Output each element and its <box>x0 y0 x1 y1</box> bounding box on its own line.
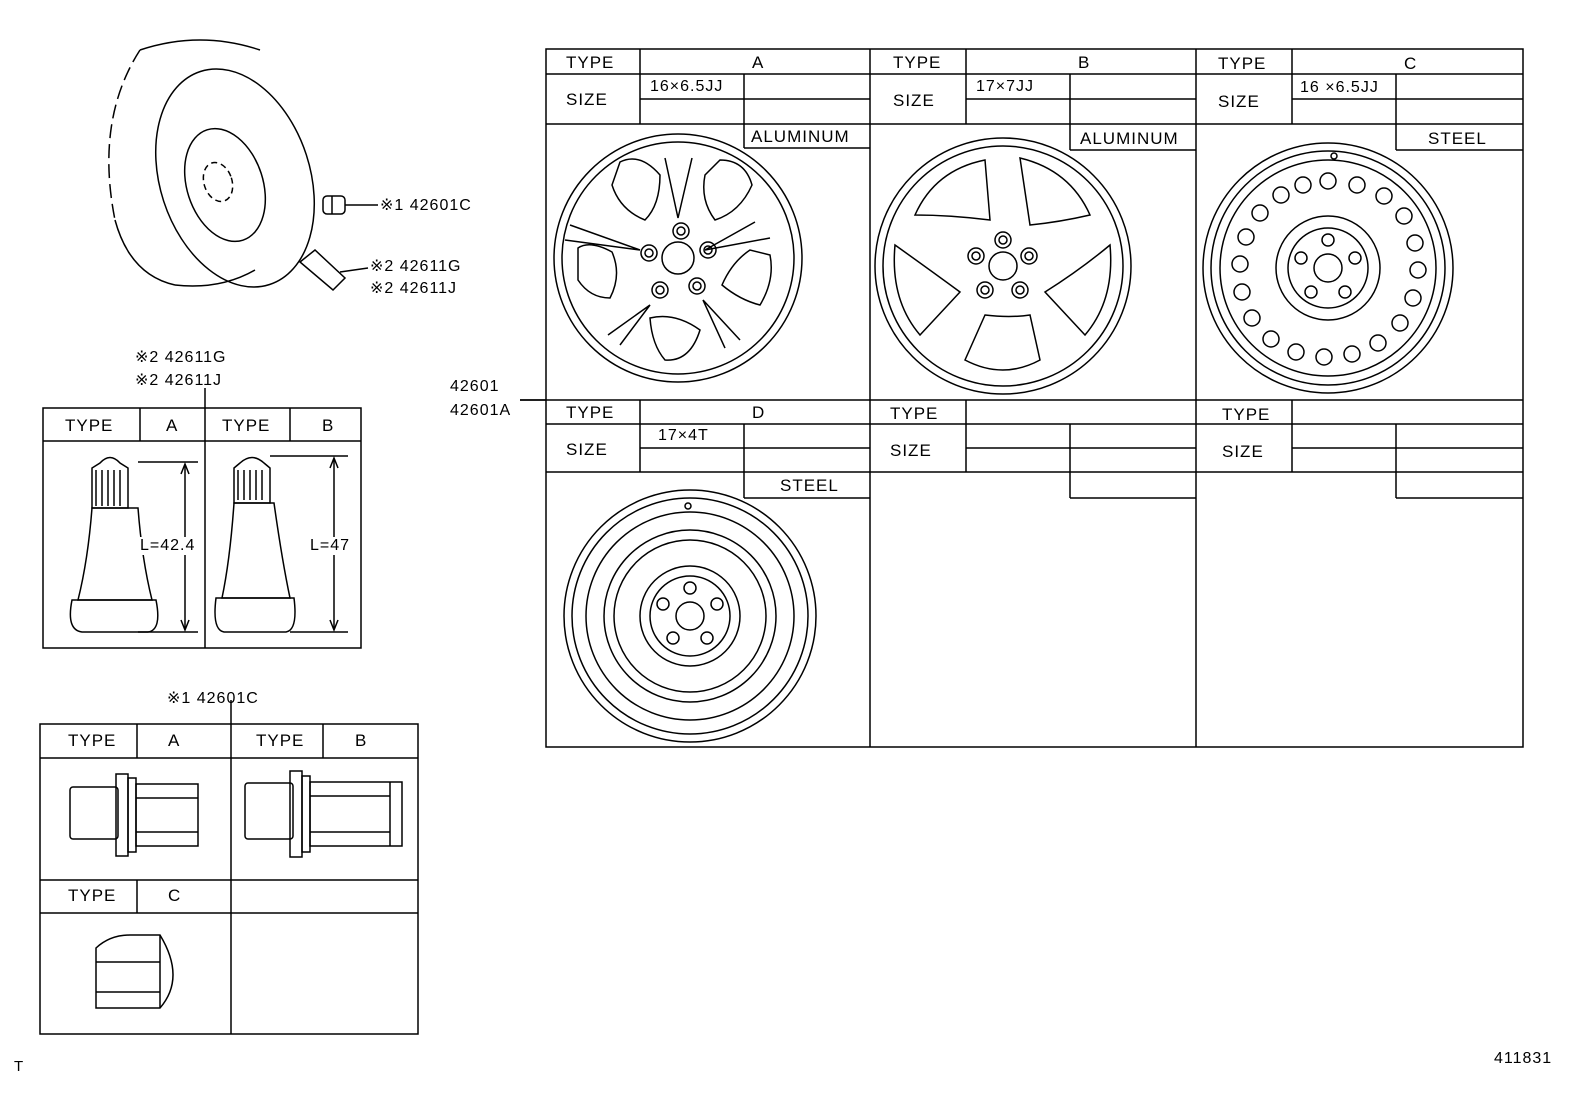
wheel-callout-a: 42601A <box>450 402 512 419</box>
valve-small-icon <box>298 249 369 292</box>
wheel-b-material: ALUMINUM <box>1080 129 1179 148</box>
valve-callout-g: ※2 42611G <box>370 258 462 275</box>
valve-table-title-g: ※2 42611G <box>135 349 227 366</box>
wheel-a-size: 16×6.5JJ <box>650 78 724 95</box>
wheel-c-holes <box>1231 172 1427 366</box>
nut-small-icon <box>322 195 378 215</box>
wheel-f-size-label: SIZE <box>1222 442 1264 461</box>
nut-table-frame <box>39 700 419 1035</box>
wheel-d-type-label: TYPE <box>566 403 615 422</box>
valve-table-frame <box>42 388 362 649</box>
valve-type-b: B <box>322 416 335 435</box>
nut-type-label-a: TYPE <box>68 731 117 750</box>
wheel-c-material: STEEL <box>1428 129 1487 148</box>
wheel-c-drawing <box>1202 142 1454 394</box>
valve-type-label-a: TYPE <box>65 416 114 435</box>
nut-c-drawing <box>95 934 174 1009</box>
wheel-d-drawing <box>563 489 817 743</box>
wheel-a-type: A <box>752 53 765 72</box>
nut-a-drawing <box>69 773 199 857</box>
wheel-d-size: 17×4T <box>658 427 709 444</box>
wheel-a-type-label: TYPE <box>566 53 615 72</box>
drawing-number: 411831 <box>1494 1050 1553 1067</box>
nut-callout: ※1 42601C <box>380 197 472 214</box>
nut-type-label-b: TYPE <box>256 731 305 750</box>
wheel-c-type: C <box>1404 54 1418 73</box>
wheel-d-material: STEEL <box>780 476 839 495</box>
valve-length-b: L=47 <box>310 537 351 555</box>
wheel-c-type-label: TYPE <box>1218 54 1267 73</box>
wheel-b-drawing <box>874 137 1132 395</box>
wheel-b-type: B <box>1078 53 1091 72</box>
nut-b-drawing <box>244 770 403 858</box>
wheel-table-frame <box>520 48 1524 748</box>
wheel-a-material: ALUMINUM <box>751 127 850 146</box>
nut-type-b: B <box>355 731 368 750</box>
wheel-b-size: 17×7JJ <box>976 78 1035 95</box>
valve-length-a: L=42.4 <box>140 537 196 555</box>
wheel-c-size: 16 ×6.5JJ <box>1300 79 1379 96</box>
wheel-a-size-label: SIZE <box>566 90 608 109</box>
nut-type-c: C <box>168 886 182 905</box>
tire-illustration <box>108 39 316 288</box>
wheel-e-type-label: TYPE <box>890 404 939 423</box>
wheel-c-size-label: SIZE <box>1218 92 1260 111</box>
nut-table-title: ※1 42601C <box>167 690 259 707</box>
wheel-f-type-label: TYPE <box>1222 405 1271 424</box>
wheel-d-type: D <box>752 403 766 422</box>
valve-table-title-j: ※2 42611J <box>135 372 223 389</box>
wheel-callout: 42601 <box>450 378 500 395</box>
nut-type-a: A <box>168 731 181 750</box>
valve-callout-j: ※2 42611J <box>370 280 458 297</box>
wheel-b-type-label: TYPE <box>893 53 942 72</box>
wheel-b-size-label: SIZE <box>893 91 935 110</box>
wheel-e-size-label: SIZE <box>890 441 932 460</box>
valve-type-label-b: TYPE <box>222 416 271 435</box>
wheel-a-drawing <box>553 133 803 383</box>
wheel-d-size-label: SIZE <box>566 440 608 459</box>
footer-mark: T <box>14 1058 24 1075</box>
valve-type-a: A <box>166 416 179 435</box>
nut-type-label-c: TYPE <box>68 886 117 905</box>
